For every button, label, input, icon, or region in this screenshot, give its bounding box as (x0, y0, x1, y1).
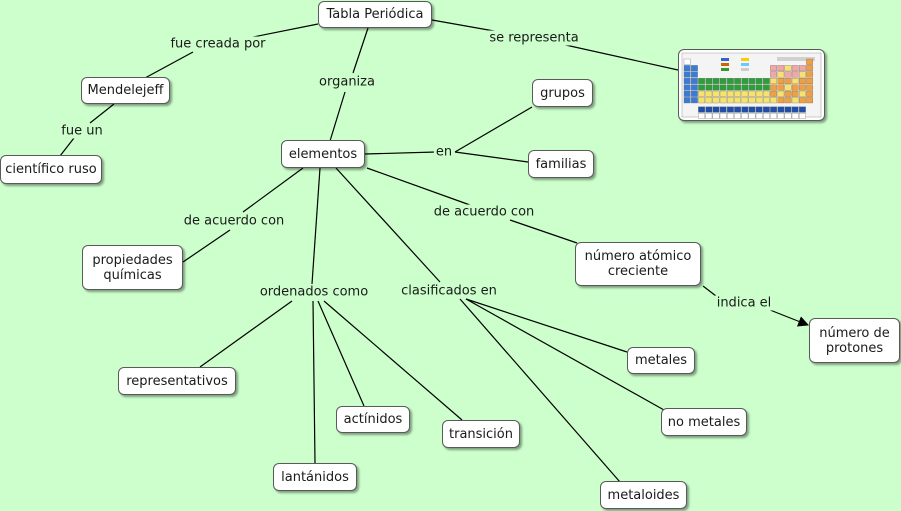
concept-propiedades-quimicas[interactable]: propiedades químicas (82, 245, 183, 290)
concept-label: número de protones (819, 325, 890, 356)
link-fue-creada-por: fue creada por (168, 36, 268, 52)
concept-grupos[interactable]: grupos (532, 79, 593, 107)
concept-tabla-periodica[interactable]: Tabla Periódica (318, 1, 432, 28)
concept-label: representativos (126, 373, 228, 389)
concept-label: metaloides (607, 487, 680, 503)
periodic-table-image[interactable] (678, 49, 825, 121)
concept-cientifico-ruso[interactable]: científico ruso (0, 155, 102, 184)
concept-familias[interactable]: familias (528, 150, 594, 178)
link-organiza: organiza (317, 74, 377, 90)
concept-no-metales[interactable]: no metales (661, 408, 747, 436)
concept-label: no metales (667, 414, 741, 430)
link-indica-el: indica el (714, 295, 774, 311)
concept-label: número atómico creciente (584, 249, 692, 279)
link-fue-un: fue un (59, 123, 105, 139)
concept-label: transición (449, 426, 513, 442)
link-de-acuerdo-con-propiedades: de acuerdo con (181, 213, 287, 229)
concept-actinidos[interactable]: actínidos (336, 406, 410, 433)
link-ordenados-como: ordenados como (257, 284, 371, 300)
concept-numero-atomico-creciente[interactable]: número atómico creciente (575, 242, 701, 286)
periodic-table-cells (683, 58, 813, 119)
link-se-representa: se representa (487, 30, 581, 46)
concept-lantanidos[interactable]: lantánidos (273, 463, 357, 491)
concept-label: lantánidos (281, 469, 349, 485)
concept-label: familias (535, 156, 587, 172)
concept-label: elementos (288, 146, 358, 162)
concept-label: Mendelejeff (87, 83, 164, 98)
link-en: en (433, 144, 455, 160)
legend-swatches (721, 57, 815, 71)
link-de-acuerdo-con-numero: de acuerdo con (431, 204, 537, 220)
concept-label: metales (634, 353, 688, 368)
concept-label: propiedades químicas (92, 252, 173, 283)
link-clasificados-en: clasificados en (399, 283, 499, 299)
concept-metales[interactable]: metales (627, 347, 695, 374)
concept-numero-de-protones[interactable]: número de protones (809, 318, 900, 363)
concept-representativos[interactable]: representativos (118, 367, 236, 395)
periodic-table-grid (681, 52, 822, 119)
concept-label: científico ruso (5, 162, 97, 177)
concept-transicion[interactable]: transición (442, 420, 520, 448)
concept-mendelejeff[interactable]: Mendelejeff (81, 77, 170, 104)
concept-label: Tabla Periódica (326, 7, 424, 22)
concept-elementos[interactable]: elementos (281, 140, 365, 168)
concept-metaloides[interactable]: metaloides (600, 481, 687, 509)
concept-label: actínidos (343, 412, 403, 427)
concept-label: grupos (540, 85, 585, 101)
